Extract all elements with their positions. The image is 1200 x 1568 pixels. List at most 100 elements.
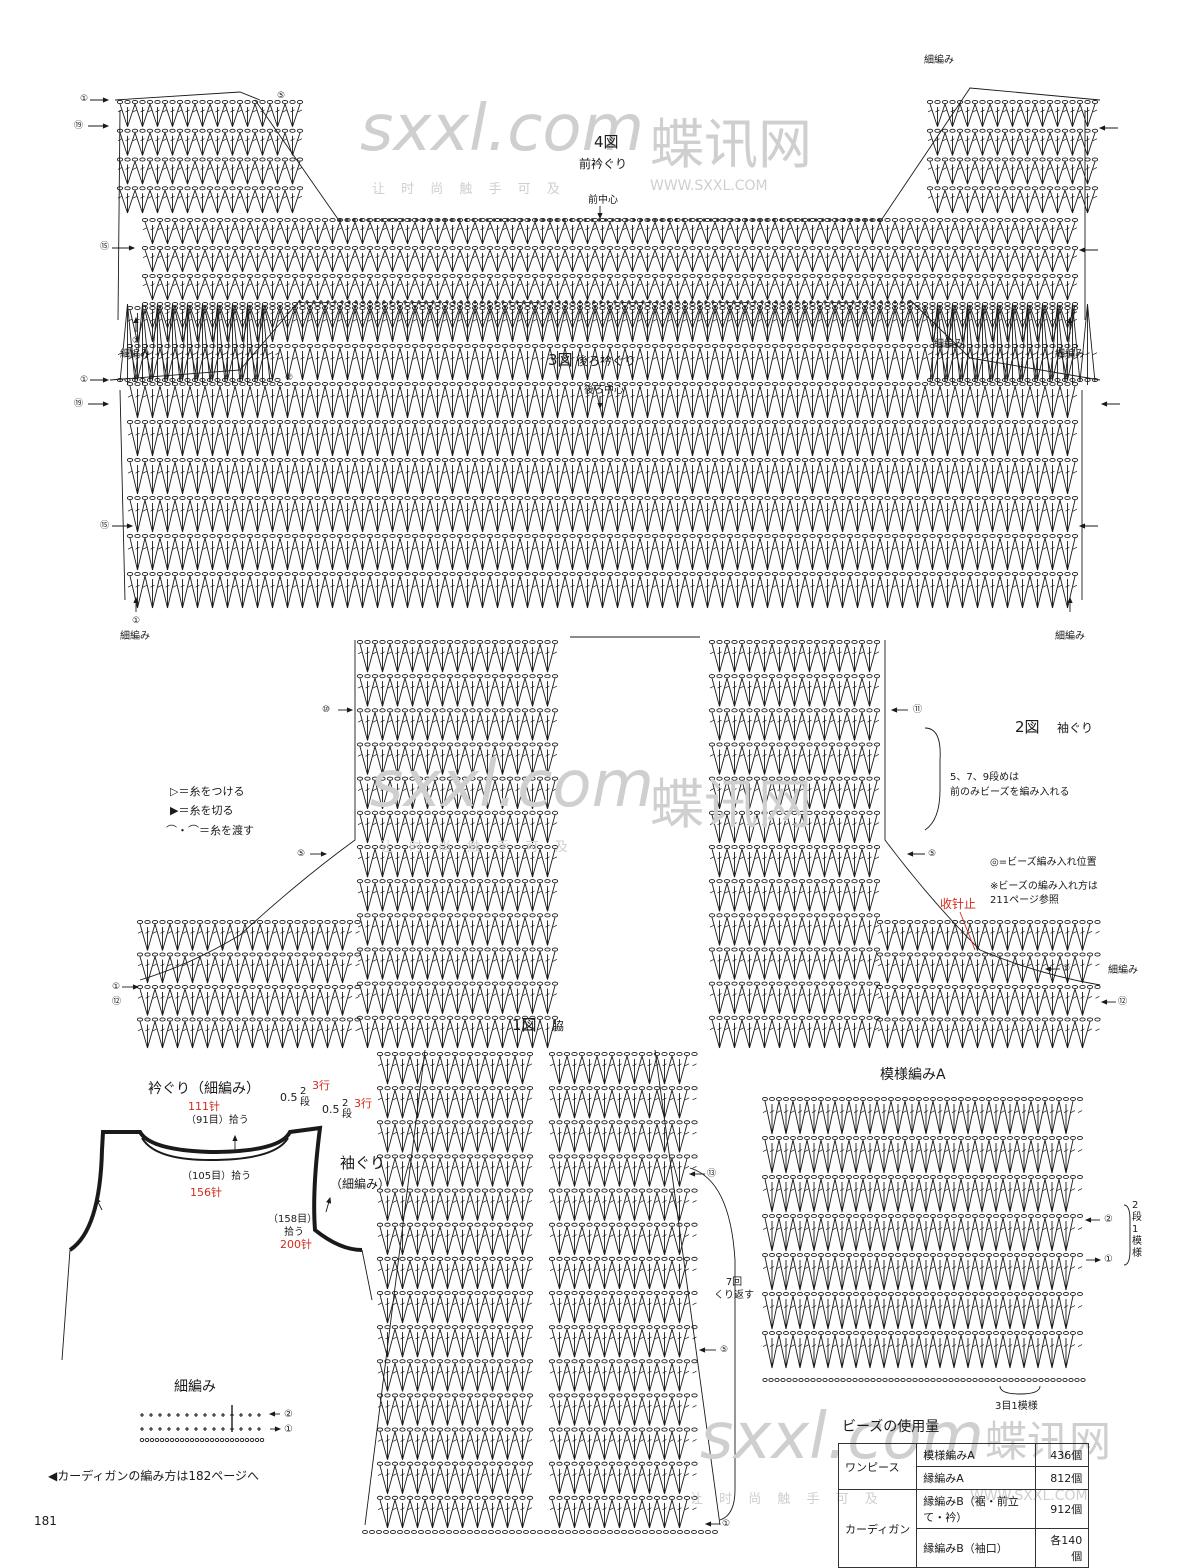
fig1-bottom-chain — [362, 1529, 718, 1535]
beads-group-dress: ワンピース — [837, 1443, 918, 1490]
fig4-chart-right-shoulder — [926, 99, 1099, 214]
schematic-arm-pickup-b: 拾う — [284, 1227, 304, 1238]
beads-item: 縁編みB（裾・前立て・衿） — [916, 1489, 1037, 1529]
fig2-bead-position: ◎=ビーズ編み入れ位置 — [990, 857, 1097, 868]
legend-attach: ▷＝糸をつける — [170, 783, 244, 799]
pattern-a-arrow-1 — [1086, 1257, 1102, 1263]
fig3-mark-1b: ① — [132, 616, 141, 626]
fig1-arrow-5 — [698, 1347, 716, 1353]
fig4-edge-lines — [114, 87, 1101, 321]
sc-chart-arrow-1 — [270, 1426, 282, 1432]
fig2-mark-1r: ① — [1062, 964, 1071, 974]
fig3-chart-right-shoulder — [926, 303, 1099, 385]
table-row: ワンピース 模様編みA 436個 — [837, 1443, 1090, 1490]
pattern-a-stitch-bracket — [999, 1385, 1041, 1395]
fig2-chart-left-column — [356, 639, 559, 1049]
fig2-mark-10: ⑩ — [322, 705, 331, 715]
fig2-bead-rows-note: 5、7、9段めは 前のみビーズを編み入れる — [950, 772, 1070, 798]
fig2-mark-5r: ⑤ — [928, 849, 937, 859]
sc-chart-title: 細編み — [174, 1379, 216, 1395]
fig3-edge-lines — [109, 299, 1101, 601]
schematic-inner-neck — [141, 1137, 289, 1162]
fig3-center-label: 後ろ中心 — [584, 385, 624, 396]
watermark-slogan-2: 让 时 尚 触 手 可 及 — [380, 840, 574, 855]
beads-count: 812個 — [1035, 1466, 1090, 1490]
beads-item: 縁編みB（袖口） — [916, 1528, 1037, 1568]
fig2-red-note: 收针止 — [940, 897, 977, 911]
fig2-mark-1: ① — [112, 982, 121, 992]
beads-count: 各140個 — [1035, 1528, 1090, 1568]
fig2-title: 2図 — [1015, 718, 1040, 736]
fig4-mark-1b: ① — [132, 336, 141, 346]
watermark-url: WWW.SXXL.COM — [650, 178, 768, 194]
schematic-arm-pickup-a: （158目） — [268, 1214, 318, 1225]
schematic-outline — [68, 1125, 363, 1252]
table-row: 縁編みA 812個 — [839, 1466, 1090, 1490]
fig3-mark-19: ⑲ — [74, 399, 84, 409]
fig3-arrow-19r — [1100, 401, 1120, 407]
schematic-front-red: 156针 — [190, 1186, 222, 1199]
pattern-a-title: 模様編みA — [880, 1067, 946, 1083]
fig1-subtitle: 脇 — [552, 1019, 565, 1033]
pattern-a-mark-1: ① — [1104, 1254, 1113, 1265]
watermark-logo-2: sxxl.com — [370, 748, 654, 822]
legend-cut-text: ＝糸を切る — [178, 804, 234, 817]
fig3-arrow-1 — [90, 377, 110, 383]
legend-cut: ▶＝糸を切る — [170, 802, 233, 818]
fig4-title: 4図 — [594, 133, 619, 151]
fig2-edge-lines — [139, 636, 1101, 986]
fig2-arrow-5 — [310, 851, 328, 857]
legend-attach-text: ＝糸をつける — [178, 785, 245, 798]
fig3-top-edge — [298, 300, 911, 304]
fig2-mark-12: ⑫ — [112, 997, 122, 1007]
fig4-subtitle: 前衿ぐり — [579, 157, 628, 171]
fig2-mark-11: ⑪ — [913, 705, 923, 715]
fig4-arrow-1 — [90, 97, 110, 103]
fig4-mark-15: ⑮ — [100, 242, 110, 252]
fig2-chart-left-flare — [136, 919, 361, 1049]
fig2-red-arrow — [959, 911, 976, 951]
pattern-a-rows-bracket — [1123, 1204, 1131, 1266]
fig4-chart-left-shoulder — [116, 99, 304, 214]
schematic-rows-a-red: 3行 — [312, 1079, 330, 1092]
schematic-arrow-arm-left — [95, 1196, 103, 1211]
fig4-chart-body — [141, 217, 1079, 329]
fig1-edge-lines — [364, 1049, 736, 1526]
schematic-arm-label: 袖ぐり — [340, 1154, 386, 1172]
fig3-start-label: 細編み — [934, 339, 964, 350]
fig1-arrow-1 — [704, 1521, 720, 1527]
fig3-end-right: 細編み — [1055, 631, 1085, 642]
fig3-mark-2: ② — [285, 373, 294, 383]
fig3-chart-body — [126, 305, 1079, 609]
fig2-arrow-12r — [1100, 999, 1116, 1005]
watermark-cn-name: 蝶讯网 — [650, 113, 812, 176]
schematic-height-a: 0.5 — [280, 1091, 298, 1104]
fig3-arrow-1b — [133, 596, 139, 612]
beads-table: ワンピース 模様編みA 436個 縁編みA 812個 カーディガン 縁編みB（裾… — [837, 1443, 1090, 1568]
schematic-height-b: 0.5 — [322, 1103, 340, 1116]
cardigan-note: ◀カーディガンの編み方は182ページへ — [48, 1469, 260, 1483]
watermark-cn-name-2: 蝶讯网 — [650, 773, 812, 836]
cut-yarn-icon: ▶ — [170, 804, 179, 817]
schematic-neck-pickup: （91目）拾う — [186, 1115, 249, 1126]
sc-chart — [139, 1405, 265, 1443]
fig4-end-right: 細編み — [1055, 349, 1085, 360]
legend-carry-text: ＝糸を渡す — [199, 824, 254, 837]
fig3-arrow-15 — [112, 523, 134, 529]
beads-item: 模様編みA — [916, 1443, 1037, 1467]
fig4-mark-1: ① — [80, 94, 89, 104]
fig4-top-edge — [338, 218, 881, 222]
fig2-arrow-5r — [906, 851, 925, 857]
schematic-rows-b-red: 3行 — [354, 1097, 372, 1110]
legend-carry: ⌒・⌒＝糸を渡す — [166, 822, 254, 838]
fig4-end-left: 細編み — [120, 349, 150, 360]
fig1-mark-1: ① — [722, 1519, 731, 1529]
pattern-a-stitch-note: 3目1模様 — [995, 1401, 1038, 1412]
sc-chart-arrow-2 — [268, 1411, 280, 1417]
fig1-mark-5: ⑤ — [720, 1345, 729, 1355]
fig3-subtitle: 後ろ衿ぐり — [576, 354, 637, 368]
fig2-chart-right-column — [708, 639, 881, 1049]
fig4-mark-19: ⑲ — [74, 121, 84, 131]
watermark-logo: sxxl.com — [360, 92, 644, 166]
